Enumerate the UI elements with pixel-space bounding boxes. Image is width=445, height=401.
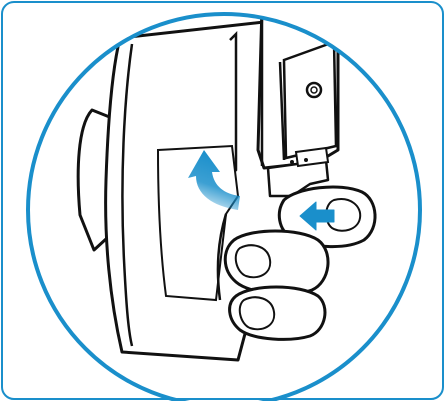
latch-pin <box>304 158 308 162</box>
latch-pin <box>290 160 294 164</box>
latch-detail <box>296 148 328 166</box>
middle-fingernail <box>240 297 274 329</box>
bracket-screw <box>307 83 321 97</box>
bracket-face <box>284 42 336 158</box>
index-fingernail <box>236 245 270 277</box>
